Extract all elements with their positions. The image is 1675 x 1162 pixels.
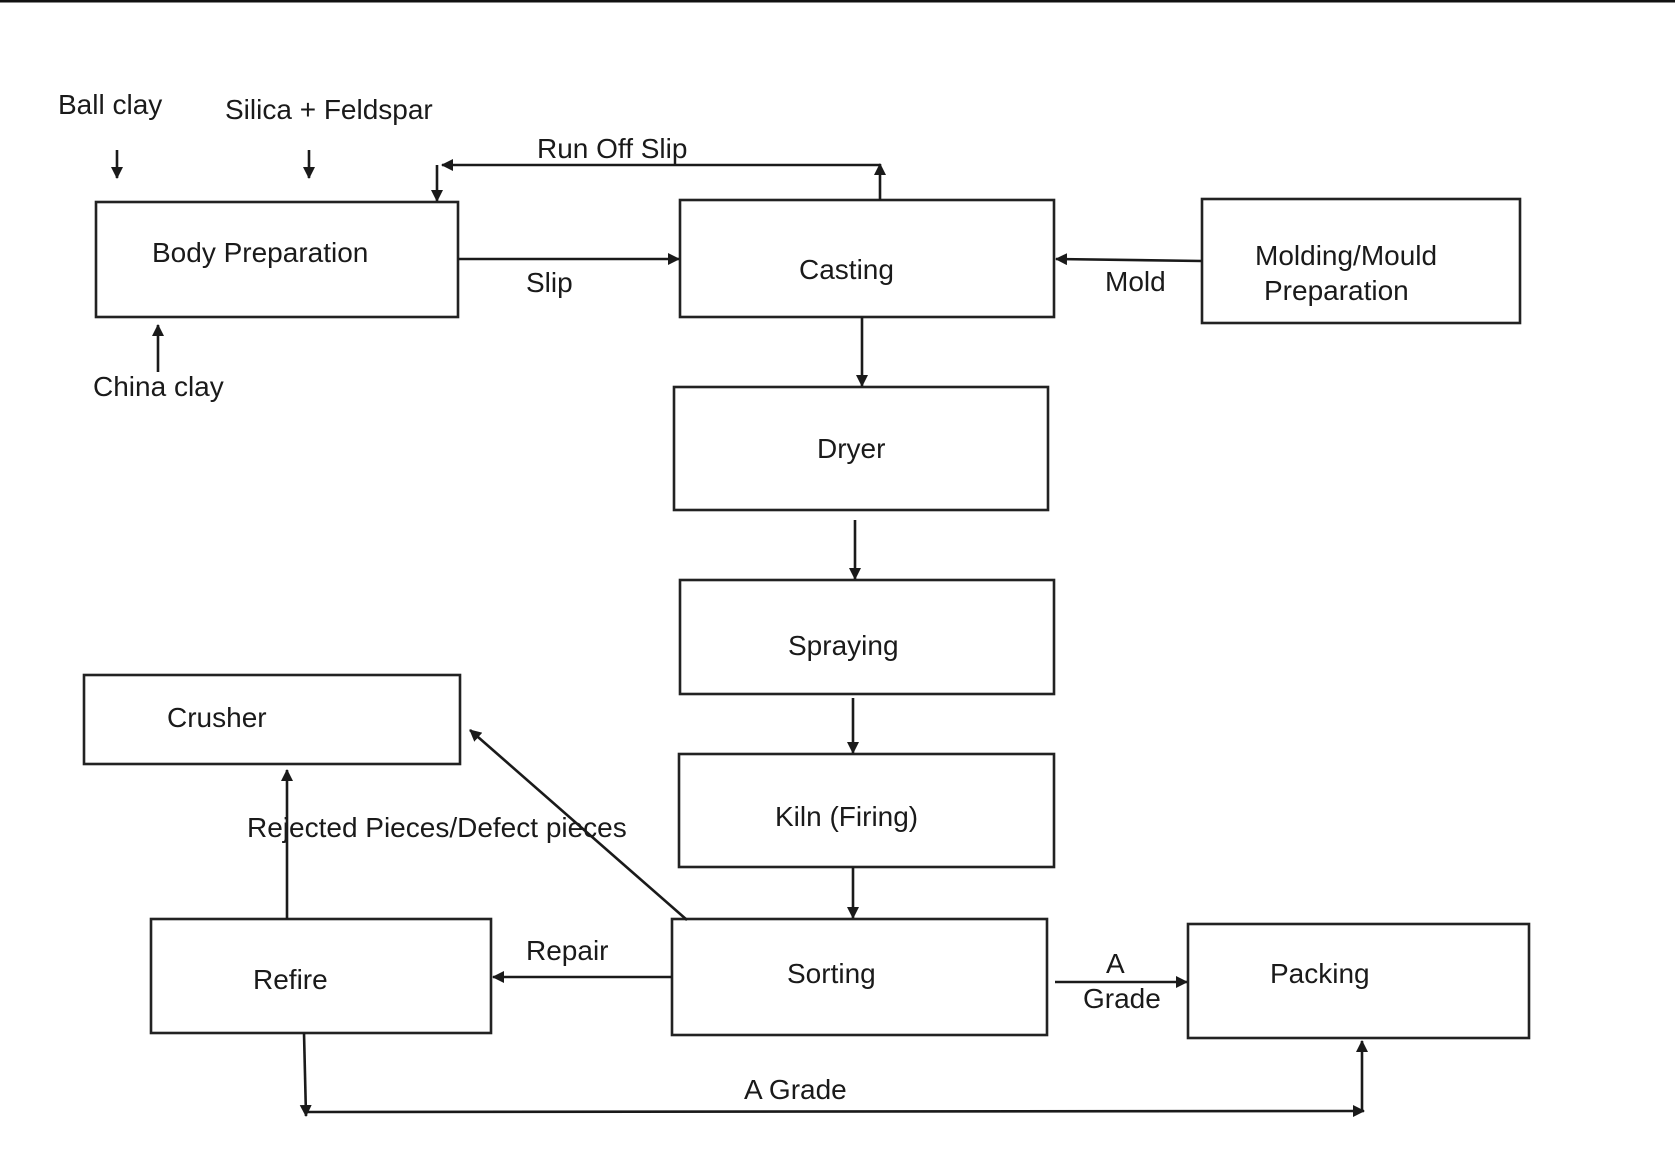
run-off-slip-label: Run Off Slip <box>537 133 687 164</box>
node-crusher: Crusher <box>82 673 462 766</box>
input-silica-feldspar-label: Silica + Feldspar <box>225 94 433 125</box>
node-casting: Casting <box>678 198 1056 319</box>
node-body-preparation: Body Preparation <box>94 200 460 319</box>
refire-label: Refire <box>253 964 328 995</box>
sorting-label: Sorting <box>787 958 876 989</box>
a-grade-short-label-line1: A <box>1106 948 1125 979</box>
refire-to-packing-horizontal <box>305 1105 1365 1118</box>
a-grade-short-label-line2: Grade <box>1083 983 1161 1014</box>
node-packing: Packing <box>1186 922 1531 1040</box>
spraying-label: Spraying <box>788 630 899 661</box>
input-ball-clay-label: Ball clay <box>58 89 162 120</box>
body-preparation-label: Body Preparation <box>152 237 368 268</box>
arrow-mold <box>1055 253 1203 266</box>
node-sorting: Sorting <box>670 917 1049 1037</box>
node-refire: Refire <box>149 917 493 1035</box>
molding-label-line2: Preparation <box>1264 275 1409 306</box>
refire-to-packing-down <box>299 1032 312 1117</box>
mold-label: Mold <box>1105 266 1166 297</box>
input-china-clay-label: China clay <box>93 371 224 402</box>
node-spraying: Spraying <box>678 578 1056 696</box>
casting-label: Casting <box>799 254 894 285</box>
packing-label: Packing <box>1270 958 1370 989</box>
node-dryer: Dryer <box>672 385 1050 512</box>
dryer-label: Dryer <box>817 433 885 464</box>
node-kiln: Kiln (Firing) <box>677 752 1056 869</box>
arrow-sorting-to-crusher <box>469 729 688 921</box>
rejected-pieces-label: Rejected Pieces/Defect pieces <box>247 812 627 843</box>
repair-label: Repair <box>526 935 608 966</box>
molding-label-line1: Molding/Mould <box>1255 240 1437 271</box>
slip-label: Slip <box>526 267 573 298</box>
node-molding-preparation: Molding/Mould Preparation <box>1200 197 1522 325</box>
kiln-label: Kiln (Firing) <box>775 801 918 832</box>
crusher-label: Crusher <box>167 702 267 733</box>
a-grade-long-label: A Grade <box>744 1074 847 1105</box>
